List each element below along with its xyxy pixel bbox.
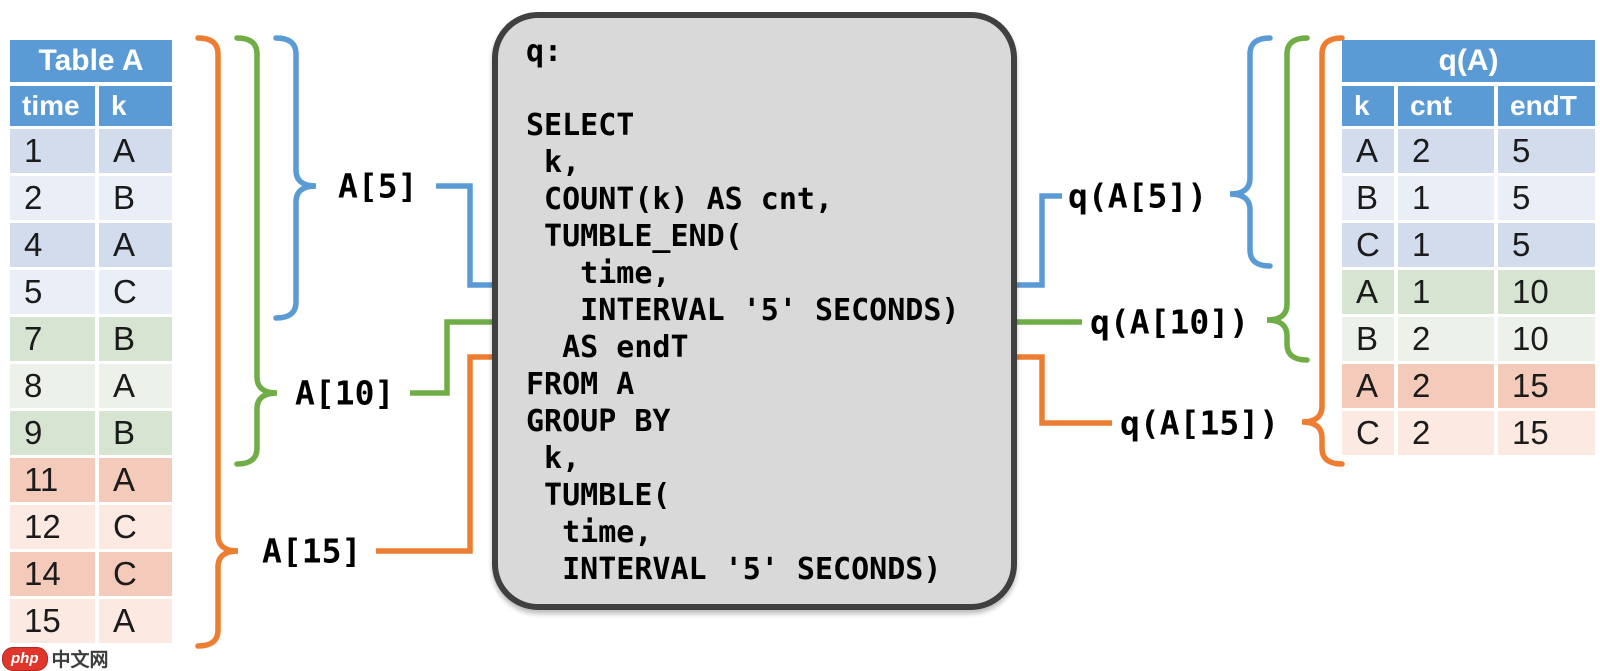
table-cell: 5 — [1498, 176, 1595, 220]
table-cell: A — [99, 129, 172, 173]
brace-result-qa15 — [1301, 35, 1345, 467]
connector-query-to-qa5 — [1014, 193, 1062, 288]
label-result-qa10: q(A[10]) — [1090, 302, 1249, 342]
label-window-a15: A[15] — [262, 531, 362, 571]
table-cell: 2 — [1398, 317, 1494, 361]
table-cell: C — [1342, 411, 1394, 455]
table-cell: C — [1342, 223, 1394, 267]
table-a-title: Table A — [10, 40, 172, 82]
column-header-k: k — [99, 86, 172, 126]
table-cell: 5 — [1498, 223, 1595, 267]
php-logo-badge: php — [2, 646, 48, 671]
table-cell: 1 — [1398, 176, 1494, 220]
table-cell: A — [1342, 129, 1394, 173]
column-header-cnt: cnt — [1398, 86, 1494, 126]
table-cell: 4 — [10, 223, 95, 267]
table-qa-title: q(A) — [1342, 40, 1595, 82]
brace-result-qa10 — [1266, 35, 1310, 363]
table-cell: 10 — [1498, 317, 1595, 361]
table-cell: 10 — [1498, 270, 1595, 314]
connector-query-to-qa15 — [1014, 354, 1112, 426]
sql-query-code: q: SELECT k, COUNT(k) AS cnt, TUMBLE_END… — [526, 34, 960, 587]
table-cell: A — [1342, 364, 1394, 408]
table-cell: 1 — [1398, 223, 1494, 267]
sql-query-box: q: SELECT k, COUNT(k) AS cnt, TUMBLE_END… — [492, 12, 1017, 610]
table-cell: C — [99, 505, 172, 549]
brace-window-a5 — [273, 35, 317, 321]
table-cell: B — [99, 317, 172, 361]
table-cell: B — [1342, 176, 1394, 220]
table-cell: 1 — [1398, 270, 1494, 314]
table-cell: 14 — [10, 552, 95, 596]
table-cell: 7 — [10, 317, 95, 361]
label-window-a5: A[5] — [338, 166, 418, 206]
column-header-time: time — [10, 86, 95, 126]
table-cell: A — [99, 599, 172, 643]
table-cell: C — [99, 270, 172, 314]
table-cell: 15 — [1498, 411, 1595, 455]
connector-a5-to-query — [436, 183, 495, 288]
table-cell: A — [99, 223, 172, 267]
table-cell: 2 — [1398, 364, 1494, 408]
brace-window-a15 — [195, 35, 239, 649]
table-cell: 9 — [10, 411, 95, 455]
table-cell: 12 — [10, 505, 95, 549]
table-cell: 15 — [10, 599, 95, 643]
table-cell: A — [99, 364, 172, 408]
brace-result-qa5 — [1229, 35, 1273, 269]
table-cell: B — [99, 176, 172, 220]
brace-window-a10 — [234, 35, 278, 467]
column-header-endT: endT — [1498, 86, 1595, 126]
table-cell: 5 — [10, 270, 95, 314]
table-cell: 5 — [1498, 129, 1595, 173]
table-cell: 2 — [1398, 411, 1494, 455]
table-cell: 2 — [1398, 129, 1494, 173]
column-header-k: k — [1342, 86, 1394, 126]
table-cell: 15 — [1498, 364, 1595, 408]
label-result-qa5: q(A[5]) — [1068, 176, 1208, 216]
label-window-a10: A[10] — [295, 373, 395, 413]
table-cell: 8 — [10, 364, 95, 408]
table-cell: A — [1342, 270, 1394, 314]
table-cell: 1 — [10, 129, 95, 173]
table-cell: B — [1342, 317, 1394, 361]
php-cn-watermark-text: 中文网 — [51, 650, 109, 671]
table-cell: B — [99, 411, 172, 455]
table-cell: 11 — [10, 458, 95, 502]
table-cell: C — [99, 552, 172, 596]
php-cn-watermark: php 中文网 — [2, 646, 109, 671]
connector-a10-to-query — [410, 319, 495, 396]
table-cell: A — [99, 458, 172, 502]
table-cell: 2 — [10, 176, 95, 220]
label-result-qa15: q(A[15]) — [1120, 403, 1279, 443]
